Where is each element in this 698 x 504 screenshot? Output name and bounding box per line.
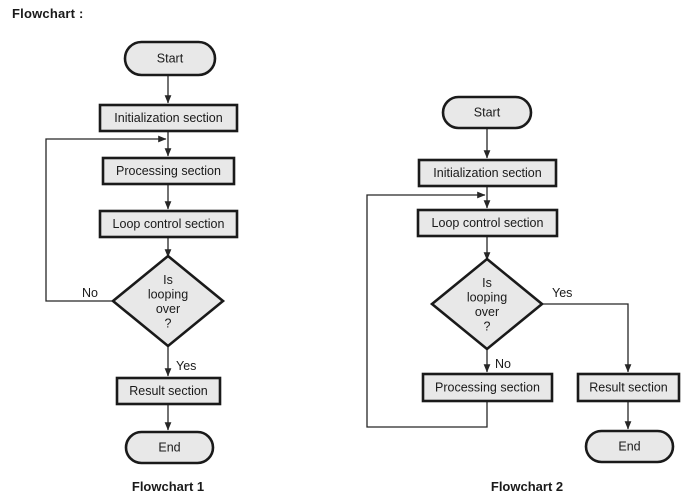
result-section-box[interactable]: Result section bbox=[576, 372, 681, 403]
decision-diamond bbox=[429, 257, 545, 351]
node-label: Start bbox=[474, 105, 501, 119]
node-label: Processing section bbox=[435, 380, 540, 394]
node-label: Processing section bbox=[116, 164, 221, 178]
node-label: Result section bbox=[589, 380, 668, 394]
processing-section-box[interactable]: Processing section bbox=[421, 372, 554, 403]
edge-decision-yes-to-result bbox=[542, 303, 632, 373]
edge-label-no: No bbox=[82, 286, 98, 300]
node-label: Start bbox=[157, 51, 184, 65]
process-rect bbox=[98, 103, 239, 133]
initialization-section-box[interactable]: Initialization section bbox=[98, 103, 239, 133]
page-title: Flowchart : bbox=[12, 6, 84, 21]
initialization-section-box[interactable]: Initialization section bbox=[417, 158, 558, 188]
start-terminal[interactable]: Start bbox=[441, 95, 533, 130]
process-rect bbox=[101, 156, 236, 186]
flowchart-caption-2: Flowchart 2 bbox=[491, 479, 563, 494]
terminal-rounded-rect bbox=[124, 430, 215, 465]
edge-label-yes: Yes bbox=[552, 286, 572, 300]
node-label: Loop control section bbox=[432, 216, 544, 230]
process-rect bbox=[576, 372, 681, 403]
terminal-rounded-rect bbox=[123, 40, 217, 77]
node-label: Initialization section bbox=[433, 166, 541, 180]
node-label: Initialization section bbox=[114, 111, 222, 125]
edge-label-no: No bbox=[495, 357, 511, 371]
node-label: Loop control section bbox=[113, 217, 225, 231]
loop-control-section-box[interactable]: Loop control section bbox=[416, 208, 559, 238]
process-rect bbox=[98, 209, 239, 239]
node-label: End bbox=[618, 439, 640, 453]
terminal-rounded-rect bbox=[441, 95, 533, 130]
terminal-rounded-rect bbox=[584, 429, 675, 464]
process-rect bbox=[417, 158, 558, 188]
decision-diamond bbox=[110, 254, 226, 348]
end-terminal[interactable]: End bbox=[124, 430, 215, 465]
edge-processing-feedback bbox=[366, 191, 488, 428]
process-rect bbox=[115, 376, 222, 406]
edge-label-yes: Yes bbox=[176, 359, 196, 373]
captions-layer: Flowchart 1 Flowchart 2 bbox=[132, 479, 563, 494]
edge-decision-no-feedback bbox=[45, 135, 167, 302]
node-label: End bbox=[158, 440, 180, 454]
result-section-box[interactable]: Result section bbox=[115, 376, 222, 406]
process-rect bbox=[416, 208, 559, 238]
flowchart-caption-1: Flowchart 1 bbox=[132, 479, 204, 494]
processing-section-box[interactable]: Processing section bbox=[101, 156, 236, 186]
loop-control-section-box[interactable]: Loop control section bbox=[98, 209, 239, 239]
node-label: Result section bbox=[129, 384, 208, 398]
end-terminal[interactable]: End bbox=[584, 429, 675, 464]
start-terminal[interactable]: Start bbox=[123, 40, 217, 77]
process-rect bbox=[421, 372, 554, 403]
